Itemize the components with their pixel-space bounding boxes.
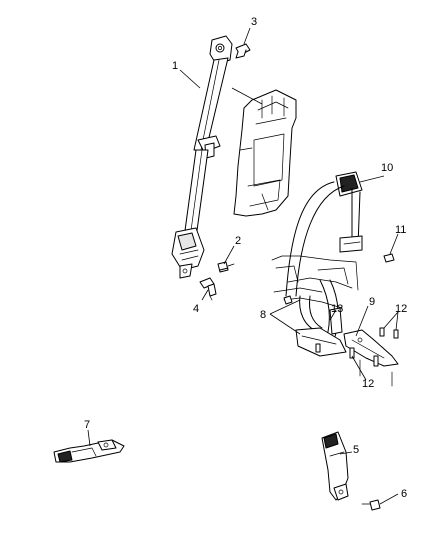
callout-12-lower: 12: [362, 378, 374, 390]
buckle-end: [321, 431, 349, 501]
callout-4: 4: [193, 303, 199, 315]
rear-shoulder-belt-assembly: [271, 171, 399, 387]
callout-labels: 1 2 3 4 5 6 7 8 9 10 11 12 12 13: [84, 16, 407, 500]
retractor-bolt: [217, 261, 235, 273]
callout-6: 6: [401, 488, 407, 500]
leader-lines: [87, 27, 399, 505]
b-pillar-trim-panel: [233, 89, 297, 217]
seat-belt-buckle: [53, 439, 125, 463]
callout-2: 2: [235, 235, 241, 247]
callout-9: 9: [369, 296, 375, 308]
callout-8: 8: [260, 309, 266, 321]
lower-anchor-bolt: [199, 277, 217, 301]
callout-5: 5: [353, 444, 359, 456]
shoulder-belt-retractor-assembly: [171, 35, 233, 279]
callout-11: 11: [395, 224, 406, 236]
callout-12-right: 12: [395, 303, 407, 315]
callout-3: 3: [251, 16, 257, 28]
callout-1: 1: [172, 60, 178, 72]
callout-13: 13: [331, 303, 343, 315]
callout-7: 7: [84, 419, 90, 431]
buckle-bolt: [361, 499, 381, 511]
callout-10: 10: [381, 162, 393, 174]
anchor-bolt-top: [235, 43, 251, 59]
